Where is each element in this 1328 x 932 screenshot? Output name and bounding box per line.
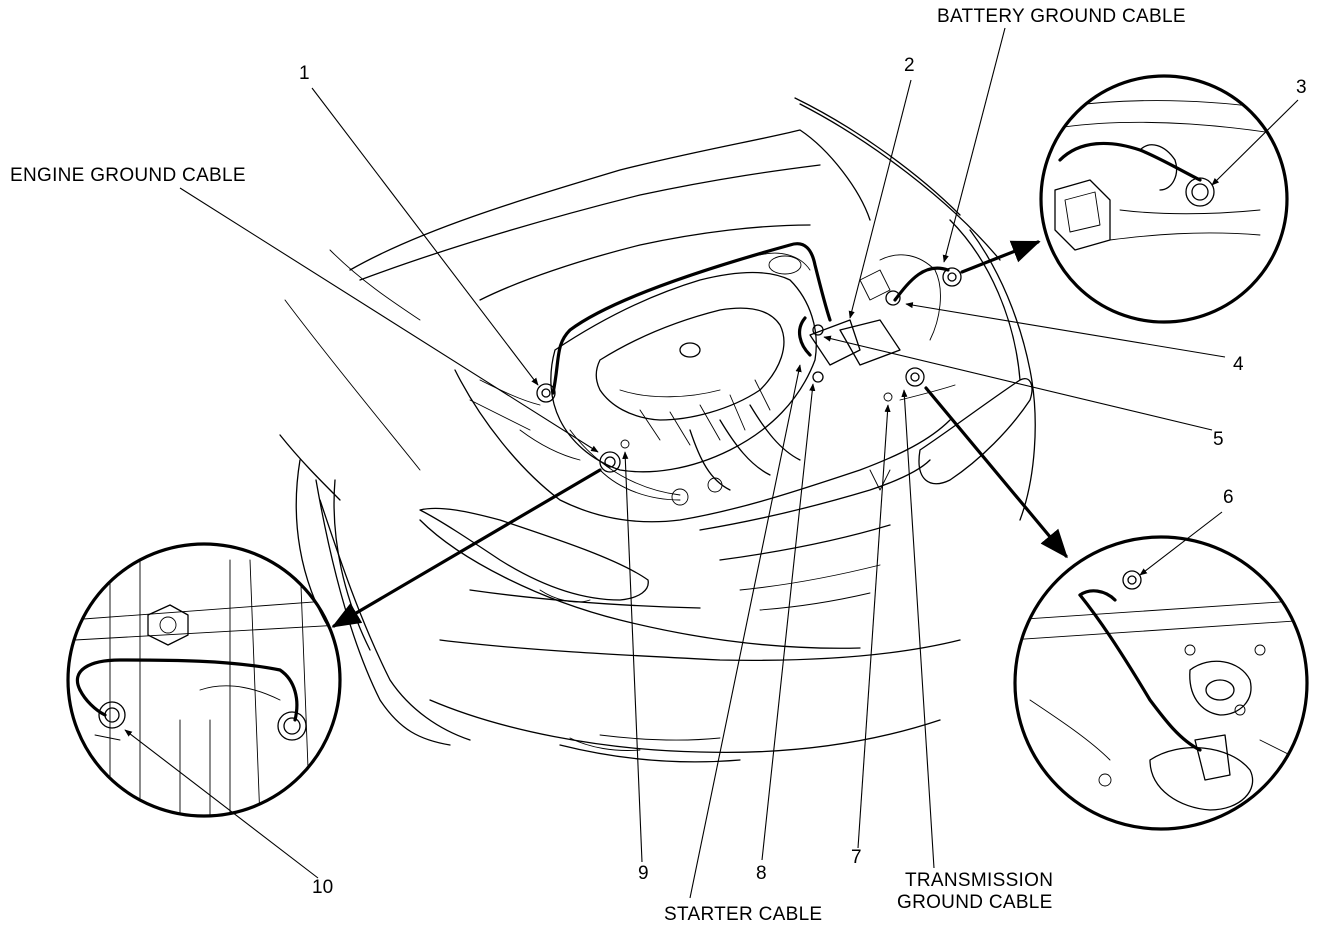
- callout-2: 2: [904, 55, 915, 76]
- detail-transmission-ground: [1013, 535, 1309, 831]
- callout-10: 10: [312, 877, 334, 898]
- callout-4: 4: [1233, 354, 1244, 375]
- detail-engine-ground: [66, 542, 342, 818]
- callout-8: 8: [756, 863, 767, 884]
- starter-cable-label: STARTER CABLE: [664, 904, 823, 925]
- callout-7: 7: [851, 847, 862, 868]
- zoom-arrows: [331, 240, 1068, 628]
- transmission-ground-cable-label-line2: GROUND CABLE: [897, 892, 1053, 913]
- callout-6: 6: [1223, 487, 1234, 508]
- transmission-ground-cable-label-line1: TRANSMISSION: [905, 870, 1054, 891]
- detail-battery-ground: [1039, 74, 1289, 324]
- callout-9: 9: [638, 863, 649, 884]
- callout-1: 1: [299, 63, 310, 84]
- cables: [551, 242, 950, 395]
- battery-ground-cable-label: BATTERY GROUND CABLE: [937, 6, 1186, 27]
- callout-5: 5: [1213, 429, 1224, 450]
- callout-3: 3: [1296, 77, 1307, 98]
- engine: [469, 252, 956, 506]
- engine-ground-cable-label: ENGINE GROUND CABLE: [10, 165, 246, 186]
- fasteners: [536, 267, 962, 473]
- car-body: [279, 97, 1036, 763]
- leader-lines: [124, 27, 1299, 899]
